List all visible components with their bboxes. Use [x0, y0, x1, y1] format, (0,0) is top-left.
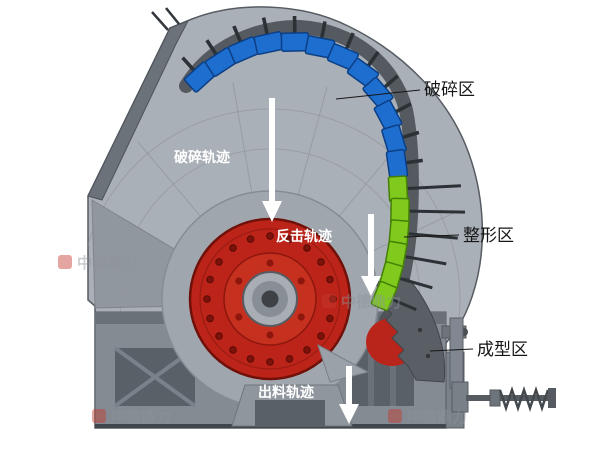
label-crushing-zone: 破碎区 — [424, 80, 475, 100]
feed-plate — [87, 20, 190, 201]
crushing-trajectory-arrow — [262, 98, 282, 222]
discharge-trajectory-arrow — [339, 366, 359, 424]
watermark-text: 中德鼎力 — [77, 254, 137, 272]
rebound-trajectory-arrow — [361, 214, 381, 296]
trajectory-arrows — [262, 98, 381, 424]
watermark-logo-icon — [92, 409, 106, 423]
label-shaping-zone: 整形区 — [463, 226, 514, 246]
casing-rim — [179, 19, 419, 327]
watermark-logo-icon — [322, 294, 336, 308]
label-forming-zone: 成型区 — [477, 340, 528, 360]
watermark-text: 中德鼎力 — [341, 293, 401, 311]
watermark-logo-icon — [388, 409, 402, 423]
spring-assembly — [449, 317, 556, 413]
watermark-text: 中德鼎力 — [111, 408, 171, 426]
watermark-text: 中德鼎力 — [407, 408, 467, 426]
tension-spring — [498, 386, 550, 412]
label-crushing-trajectory: 破碎轨迹 — [174, 149, 230, 166]
watermark-logo-icon — [58, 255, 72, 269]
shaping-liners — [370, 175, 466, 312]
rotor — [188, 217, 352, 381]
label-rebound-trajectory: 反击轨迹 — [276, 228, 332, 245]
watermarks: 中德鼎力 中德鼎力 中德鼎力 中德鼎力 — [58, 254, 467, 426]
crushing-liners — [181, 15, 423, 180]
label-discharge-trajectory: 出料轨迹 — [258, 384, 314, 401]
rotor-bolt-ring — [203, 232, 337, 366]
zone-callouts — [335, 89, 474, 352]
